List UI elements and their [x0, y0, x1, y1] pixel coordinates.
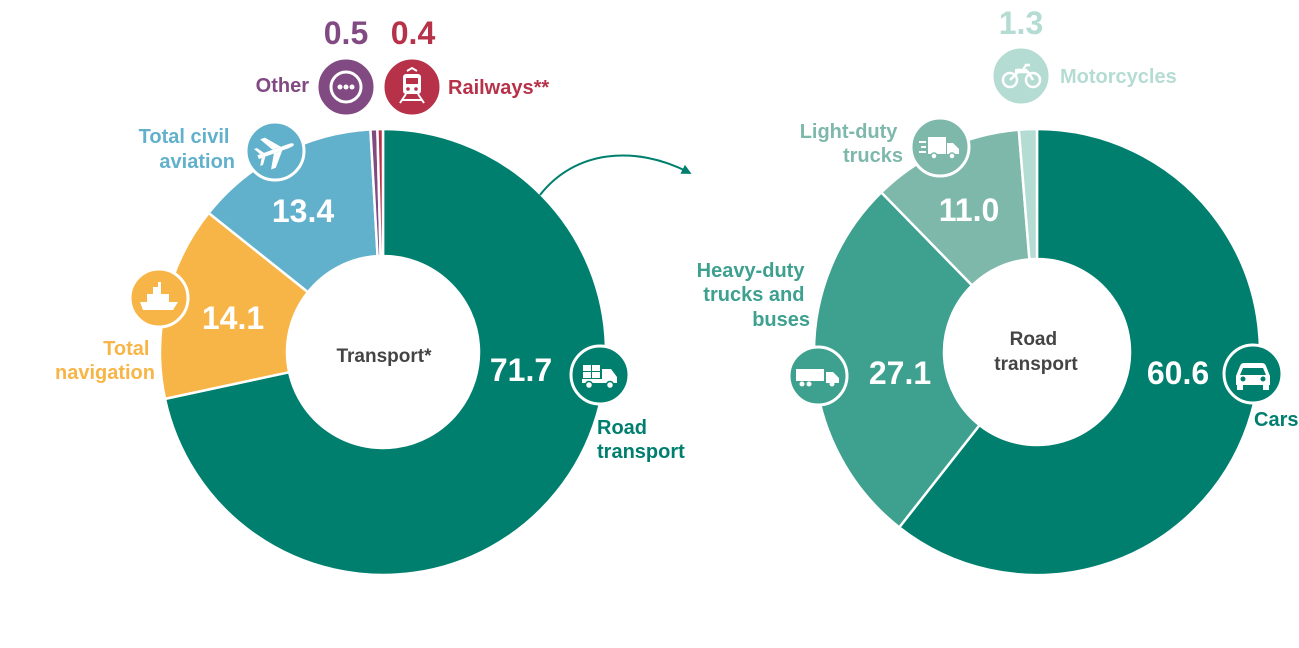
label-total-navigation: Total navigation — [55, 338, 155, 384]
slice-light-duty-trucks — [879, 128, 1031, 288]
more-dots-icon — [315, 56, 377, 118]
center-label-transport: Transport* — [336, 346, 432, 367]
label-other: Other — [256, 75, 310, 97]
train-icon — [381, 56, 443, 118]
label-motorcycles: Motorcycles — [1060, 66, 1177, 88]
value-cars: 60.6 — [1147, 355, 1209, 391]
slice-total-civil-aviation — [206, 128, 379, 294]
center-label-road-transport: Road transport — [994, 329, 1078, 375]
slice-total-navigation — [158, 211, 310, 401]
ship-icon — [128, 267, 190, 329]
label-light-duty: Light-duty trucks — [800, 121, 903, 167]
label-total-civil-aviation: Total civil aviation — [139, 126, 235, 173]
value-road-transport: 71.7 — [490, 352, 552, 388]
label-railways: Railways** — [448, 77, 549, 99]
transport-donut: Transport* 71.7 14.1 13.4 0.5 0.4 Road t… — [55, 15, 685, 577]
slice-railways — [376, 127, 385, 258]
car-icon — [1222, 343, 1284, 405]
arrow-connector — [539, 154, 692, 196]
value-railways: 0.4 — [391, 15, 436, 51]
slice-road-transport — [163, 127, 608, 577]
slice-heavy-duty-trucks-and-buses — [812, 190, 982, 530]
value-total-navigation: 14.1 — [202, 300, 264, 336]
truck-icon — [569, 344, 631, 406]
value-light-duty: 11.0 — [939, 192, 1000, 228]
airplane-icon — [244, 120, 306, 182]
van-icon — [909, 116, 971, 178]
slice-motorcycles — [1017, 127, 1039, 261]
value-heavy-duty: 27.1 — [869, 355, 931, 391]
value-other: 0.5 — [324, 15, 368, 51]
value-motorcycles: 1.3 — [999, 5, 1043, 41]
heavy-truck-icon — [787, 345, 849, 407]
road-transport-donut: Road transport 60.6 27.1 11.0 1.3 Cars H… — [697, 5, 1298, 577]
label-road-transport: Road transport — [597, 417, 685, 463]
label-heavy-duty: Heavy-duty trucks and buses — [697, 260, 810, 331]
value-total-civil-aviation: 13.4 — [272, 193, 334, 229]
label-cars: Cars — [1254, 409, 1298, 431]
slice-cars — [897, 127, 1262, 577]
motorcycle-icon — [990, 45, 1052, 107]
